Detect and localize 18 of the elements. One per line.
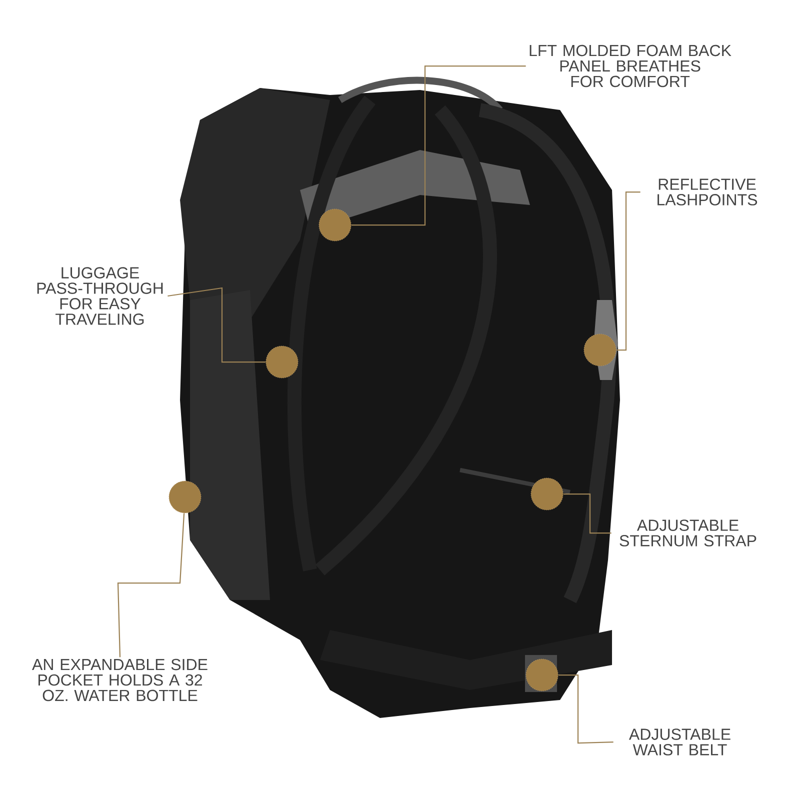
callout-text: REFLECTIVE LASHPOINTS bbox=[658, 178, 758, 206]
marker-dot bbox=[530, 478, 564, 510]
callout-text: LFT MOLDED FOAM BACK PANEL BREATHES FOR COMFORT bbox=[530, 44, 732, 88]
marker-dot bbox=[318, 208, 352, 242]
leader-line bbox=[117, 513, 185, 658]
callout-text: ADJUSTABLE WAIST BELT bbox=[628, 728, 730, 756]
marker-dot bbox=[526, 658, 558, 692]
leader-line bbox=[558, 674, 614, 744]
leader-line bbox=[616, 191, 640, 351]
marker-dot bbox=[584, 334, 616, 366]
marker-dot bbox=[168, 480, 202, 514]
marker-dot bbox=[266, 346, 298, 378]
callout-text: LUGGAGE PASS-THROUGH FOR EASY TRAVELING bbox=[37, 267, 163, 325]
leader-line bbox=[168, 287, 266, 363]
leader-line bbox=[351, 65, 526, 226]
callout-text: AN EXPANDABLE SIDE POCKET HOLDS A 32 OZ. WATER BOTTLE bbox=[32, 658, 208, 702]
leader-line bbox=[563, 493, 612, 534]
callout-text: ADJUSTABLE STERNUM STRAP bbox=[620, 520, 756, 546]
